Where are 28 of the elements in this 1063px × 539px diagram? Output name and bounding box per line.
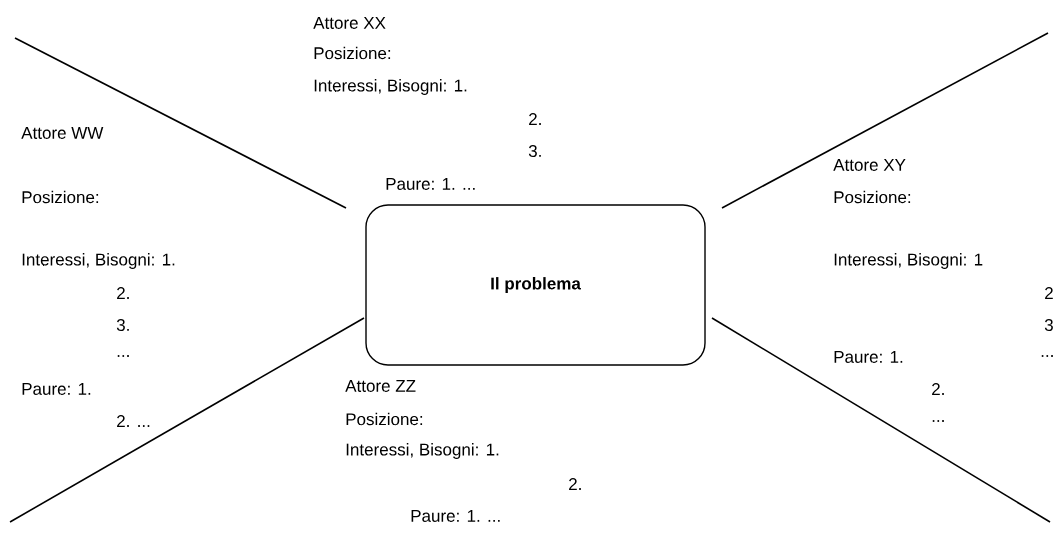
label-text: 2. (117, 287, 129, 299)
label-text: 3. (116, 319, 129, 331)
label-text: 2 (1045, 287, 1053, 299)
label-text: Posizione: (346, 412, 423, 426)
label-text: 2. (932, 383, 944, 395)
label-text: Paure: 1. (22, 383, 91, 395)
label-text: Paure: 1. ... (411, 510, 500, 522)
label-text: Attore XX (313, 17, 386, 29)
label-text: ... (932, 420, 944, 422)
label-text: Attore ZZ (345, 380, 416, 392)
label-text: Interessi, Bisogni: 1 (834, 253, 983, 269)
label-text: Posizione: (22, 190, 99, 204)
label-text: 3 (1044, 319, 1053, 331)
label-text: 2. (569, 478, 581, 490)
label-text: Interessi, Bisogni: 1. (22, 253, 175, 269)
label-text: Attore XY (833, 159, 906, 171)
label-text: ... (1041, 355, 1053, 357)
problem-box: Il problema (365, 204, 706, 366)
label-text: Attore WW (21, 127, 104, 139)
label-text: 2. (529, 113, 541, 125)
label-text: Interessi, Bisogni: 1. (346, 443, 499, 459)
label-text: 2. ... (117, 415, 150, 427)
label-text: ... (117, 355, 129, 357)
label-text: 3. (528, 145, 541, 157)
label-text: Paure: 1. (834, 351, 903, 363)
label-text: Posizione: (314, 46, 391, 60)
label-text: Interessi, Bisogni: 1. (314, 79, 467, 95)
label-text: Posizione: (834, 190, 911, 204)
